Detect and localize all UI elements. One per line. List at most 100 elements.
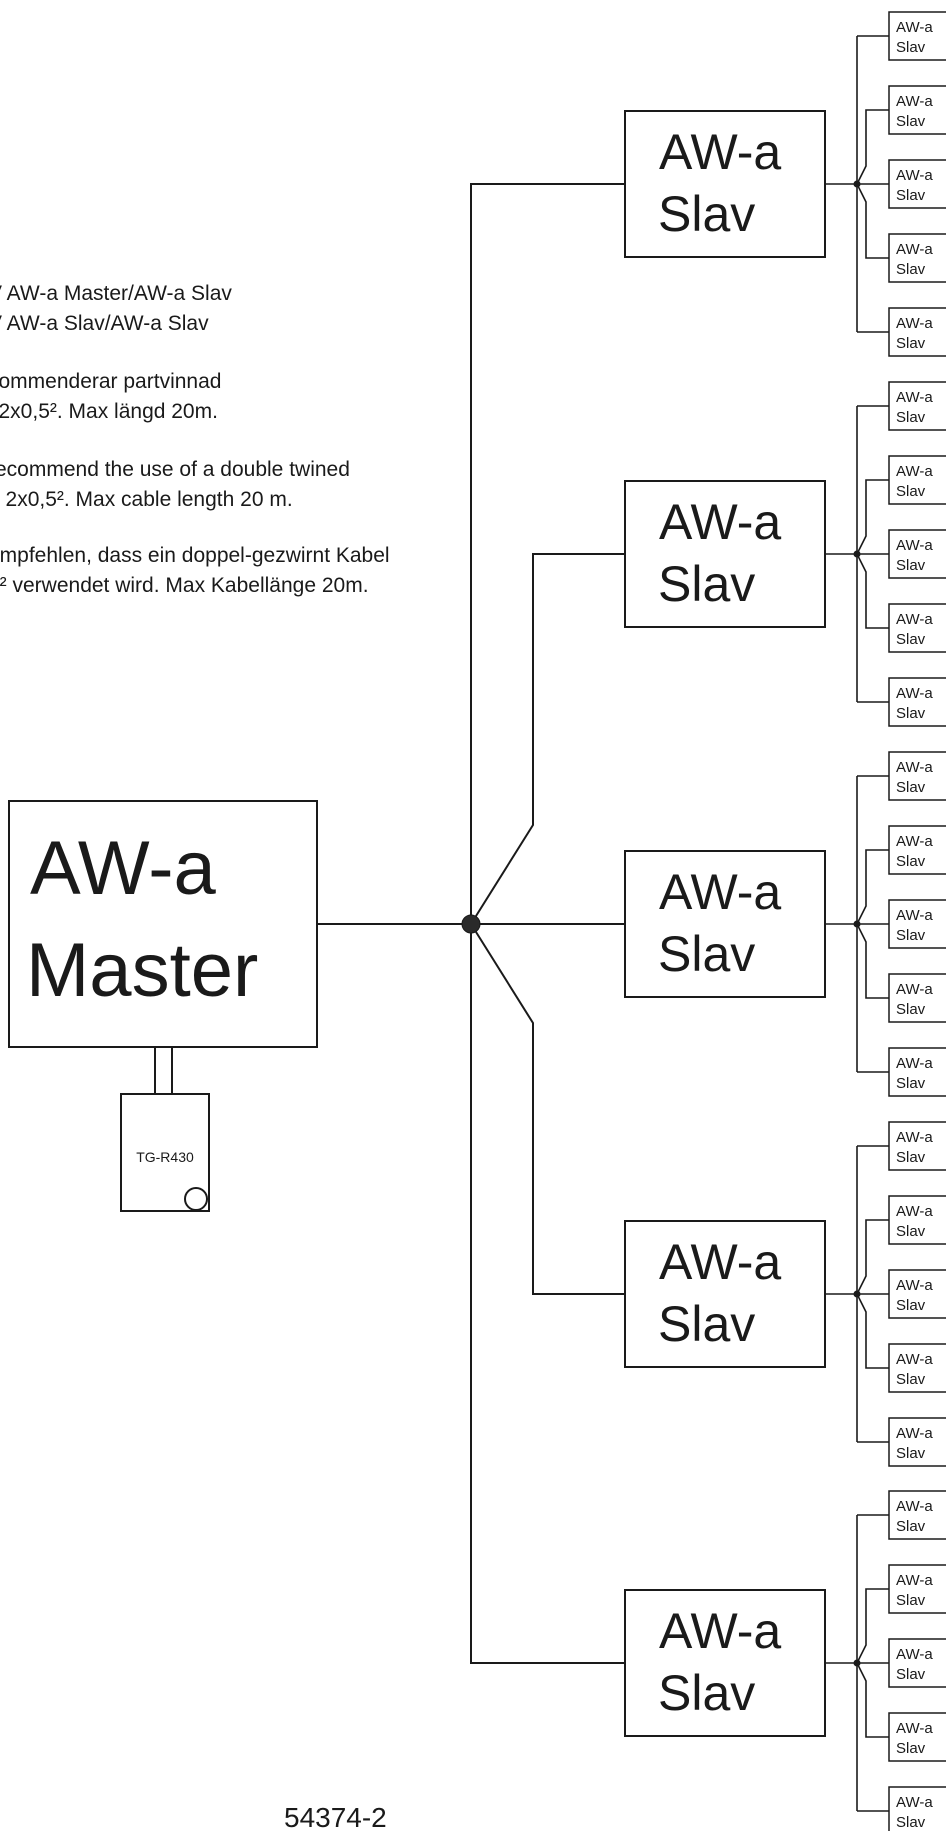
sub-slave-label-line2: Slav — [896, 483, 926, 500]
sub-slave-label-line2: Slav — [896, 1223, 926, 1240]
note-line: kommenderar partvinnad — [0, 370, 222, 393]
sub-slave-box — [888, 1195, 946, 1245]
sub-slave-box — [888, 973, 946, 1023]
note-line: 5² verwendet wird. Max Kabellänge 20m. — [0, 574, 369, 597]
sub-slave-label-line1: AW-a — [896, 463, 933, 480]
slave-box — [624, 850, 826, 998]
sub-slave-label-line1: AW-a — [896, 241, 933, 258]
sub-slave-label-line2: Slav — [896, 261, 926, 278]
sub-slave-label-line2: Slav — [896, 39, 926, 56]
sub-slave-box — [888, 751, 946, 801]
sub-slave-label-line1: AW-a — [896, 1720, 933, 1737]
sub-slave-box — [888, 899, 946, 949]
sub-slave-label-line1: AW-a — [896, 1646, 933, 1663]
note-line: V AW-a Master/AW-a Slav — [0, 282, 232, 305]
sub-slave-label-line2: Slav — [896, 705, 926, 722]
note-line: e 2x0,5². Max cable length 20 m. — [0, 488, 293, 511]
slave-group: AW-aSlavAW-aSlavAW-aSlavAW-aSlavAW-aSlav… — [624, 381, 946, 727]
sub-slave-label-line2: Slav — [896, 1001, 926, 1018]
sub-slave-box — [888, 1490, 946, 1540]
sub-slave-label-line1: AW-a — [896, 759, 933, 776]
sub-cable — [856, 1219, 889, 1295]
sub-slave-box — [888, 529, 946, 579]
trunk-cable — [470, 924, 625, 1664]
slave-label-line2: Slav — [658, 926, 755, 982]
sub-cable — [856, 923, 889, 999]
document-number: 54374-2 — [284, 1802, 387, 1833]
trunk-cable — [470, 553, 625, 925]
sub-slave-box — [888, 85, 946, 135]
sub-slave-box — [888, 1417, 946, 1467]
sub-slave-label-line1: AW-a — [896, 981, 933, 998]
trunk-cable — [470, 183, 625, 924]
sub-slave-box — [888, 1638, 946, 1688]
sub-slave-label-line1: AW-a — [896, 1055, 933, 1072]
sub-cable — [856, 553, 889, 629]
sub-cable — [856, 479, 889, 555]
sub-slave-box — [888, 1121, 946, 1171]
sub-slave-box — [888, 1712, 946, 1762]
receiver-button-icon — [184, 1187, 208, 1211]
sub-slave-box — [888, 1786, 946, 1831]
sub-slave-label-line1: AW-a — [896, 1498, 933, 1515]
sub-slave-label-line2: Slav — [896, 557, 926, 574]
sub-slave-label-line2: Slav — [896, 1592, 926, 1609]
sub-slave-label-line1: AW-a — [896, 315, 933, 332]
sub-cable — [856, 849, 889, 925]
hub-junction — [461, 914, 481, 934]
sub-slave-label-line2: Slav — [896, 1445, 926, 1462]
note-line: V AW-a Slav/AW-a Slav — [0, 312, 209, 335]
sub-slave-box — [888, 233, 946, 283]
sub-slave-label-line1: AW-a — [896, 389, 933, 406]
sub-slave-label-line2: Slav — [896, 631, 926, 648]
sub-slave-box — [888, 1564, 946, 1614]
sub-slave-label-line2: Slav — [896, 1297, 926, 1314]
slave-box — [624, 480, 826, 628]
sub-slave-label-line1: AW-a — [896, 907, 933, 924]
slave-group: AW-aSlavAW-aSlavAW-aSlavAW-aSlavAW-aSlav… — [624, 1490, 946, 1831]
slave-label-line1: AW-a — [659, 864, 781, 920]
sub-slave-label-line1: AW-a — [896, 1572, 933, 1589]
trunk-cable — [470, 923, 625, 1295]
sub-slave-label-line2: Slav — [896, 113, 926, 130]
sub-slave-box — [888, 381, 946, 431]
slave-group: AW-aSlavAW-aSlavAW-aSlavAW-aSlavAW-aSlav… — [624, 751, 946, 1097]
slave-label-line1: AW-a — [659, 494, 781, 550]
sub-slave-label-line1: AW-a — [896, 685, 933, 702]
slave-label-line2: Slav — [658, 556, 755, 612]
sub-slave-label-line1: AW-a — [896, 1129, 933, 1146]
sub-slave-box — [888, 1269, 946, 1319]
sub-slave-label-line1: AW-a — [896, 1794, 933, 1811]
note-line: empfehlen, dass ein doppel-gezwirnt Kabe… — [0, 544, 390, 567]
slave-label-line2: Slav — [658, 186, 755, 242]
sub-slave-label-line1: AW-a — [896, 833, 933, 850]
sub-slave-label-line2: Slav — [896, 1149, 926, 1166]
sub-slave-label-line1: AW-a — [896, 93, 933, 110]
sub-slave-label-line1: AW-a — [896, 1277, 933, 1294]
sub-slave-label-line1: AW-a — [896, 537, 933, 554]
sub-slave-label-line2: Slav — [896, 779, 926, 796]
sub-cable — [856, 109, 889, 185]
master-label-line2: Master — [26, 928, 258, 1013]
sub-slave-label-line2: Slav — [896, 927, 926, 944]
sub-cable — [856, 183, 889, 259]
sub-slave-label-line1: AW-a — [896, 1351, 933, 1368]
slave-box — [624, 1220, 826, 1368]
slave-label-line1: AW-a — [659, 124, 781, 180]
sub-cable — [856, 1662, 889, 1738]
sub-slave-label-line1: AW-a — [896, 1203, 933, 1220]
sub-slave-label-line2: Slav — [896, 409, 926, 426]
sub-slave-label-line1: AW-a — [896, 1425, 933, 1442]
sub-slave-label-line2: Slav — [896, 853, 926, 870]
slave-group: AW-aSlavAW-aSlavAW-aSlavAW-aSlavAW-aSlav… — [624, 11, 946, 357]
sub-slave-box — [888, 455, 946, 505]
receiver-label: TG-R430 — [136, 1149, 194, 1165]
sub-slave-label-line2: Slav — [896, 335, 926, 352]
slave-label-line1: AW-a — [659, 1603, 781, 1659]
sub-slave-box — [888, 677, 946, 727]
slave-label-line2: Slav — [658, 1665, 755, 1721]
sub-slave-box — [888, 603, 946, 653]
sub-slave-label-line1: AW-a — [896, 167, 933, 184]
sub-slave-box — [888, 825, 946, 875]
sub-slave-box — [888, 307, 946, 357]
